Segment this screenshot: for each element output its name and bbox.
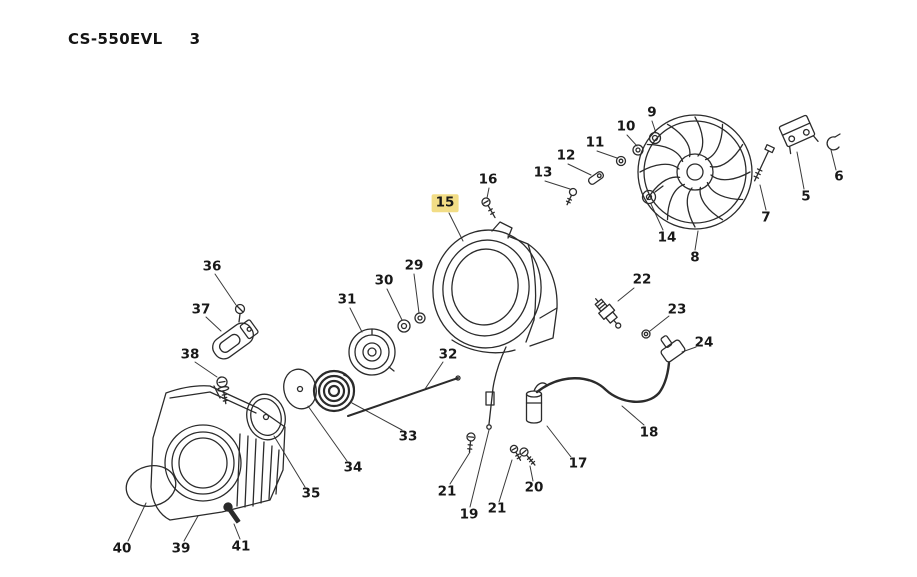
part-callout-41[interactable]: 41: [231, 538, 251, 555]
part-callout-19[interactable]: 19: [459, 506, 479, 523]
flywheel-part: [637, 114, 753, 230]
flywheel-nut-part: [648, 131, 662, 145]
cover-screw-part: [481, 197, 496, 219]
part-callout-7[interactable]: 7: [761, 209, 771, 226]
part-callout-10[interactable]: 10: [616, 118, 636, 135]
part-callout-37[interactable]: 37: [191, 301, 211, 318]
part-callout-40[interactable]: 40: [112, 540, 132, 557]
part-callout-5[interactable]: 5: [801, 188, 811, 205]
grip-screw-part: [234, 303, 246, 323]
part-callout-31[interactable]: 31: [337, 291, 357, 308]
part-callout-9[interactable]: 9: [647, 104, 657, 121]
spark-plug-part: [594, 298, 622, 329]
part-callout-13[interactable]: 13: [533, 164, 553, 181]
cover-ring-part: [125, 465, 177, 507]
part-callout-21[interactable]: 21: [487, 500, 507, 517]
part-callout-18[interactable]: 18: [639, 424, 659, 441]
plug-cap-part: [660, 335, 686, 363]
page-number: 3: [189, 30, 201, 48]
friction-plate-part-35: [246, 393, 286, 441]
part-callout-32[interactable]: 32: [438, 346, 458, 363]
part-callout-16[interactable]: 16: [478, 171, 498, 188]
screw-part-21b: [509, 444, 522, 461]
pawl-screw-part: [565, 187, 578, 206]
part-callout-15-highlighted[interactable]: 15: [431, 194, 459, 212]
spring-rod-part: [347, 375, 461, 417]
part-callout-6[interactable]: 6: [834, 168, 844, 185]
screw-part-21a: [466, 432, 476, 453]
washer-part-29: [414, 312, 426, 324]
washer-part-11: [615, 155, 627, 167]
screw-part-20: [519, 447, 536, 466]
part-callout-39[interactable]: 39: [171, 540, 191, 557]
ignition-module-part: [778, 114, 819, 155]
part-callout-8[interactable]: 8: [690, 249, 700, 266]
part-callout-35[interactable]: 35: [301, 485, 321, 502]
starter-pulley-part: [348, 328, 396, 376]
page-header: CS-550EVL 3: [68, 30, 200, 48]
leader-lines: [127, 120, 837, 542]
part-callout-14[interactable]: 14: [657, 229, 677, 246]
washer-disc-part-34: [283, 368, 317, 410]
terminal-nut-part: [641, 329, 651, 339]
pawl-spring-part: [641, 185, 664, 205]
model-title: CS-550EVL: [68, 30, 163, 48]
mounting-bolt-part: [753, 144, 775, 182]
housing-bolt-part: [223, 502, 241, 524]
starter-housing-part: [150, 385, 286, 521]
washer-part-10: [632, 144, 644, 156]
part-callout-12[interactable]: 12: [556, 147, 576, 164]
part-callout-11[interactable]: 11: [585, 134, 605, 151]
part-callout-33[interactable]: 33: [398, 428, 418, 445]
part-callout-24[interactable]: 24: [694, 334, 714, 351]
part-callout-21[interactable]: 21: [437, 483, 457, 500]
ignition-coil-part: [525, 382, 548, 424]
part-callout-36[interactable]: 36: [202, 258, 222, 275]
part-callout-17[interactable]: 17: [568, 455, 588, 472]
starter-grip-part: [212, 319, 259, 360]
part-callout-20[interactable]: 20: [524, 479, 544, 496]
washer-part-30: [397, 319, 411, 333]
ht-lead-part: [535, 361, 671, 403]
part-callout-23[interactable]: 23: [667, 301, 687, 318]
starter-pawl-part: [587, 171, 605, 185]
rewind-spring-part: [312, 369, 356, 413]
retaining-clip-part: [826, 133, 841, 151]
part-callout-22[interactable]: 22: [632, 271, 652, 288]
part-callout-29[interactable]: 29: [404, 257, 424, 274]
part-callout-38[interactable]: 38: [180, 346, 200, 363]
lead-wire-part: [485, 346, 507, 430]
fan-cover-part: [432, 221, 558, 354]
part-callout-30[interactable]: 30: [374, 272, 394, 289]
part-callout-34[interactable]: 34: [343, 459, 363, 476]
